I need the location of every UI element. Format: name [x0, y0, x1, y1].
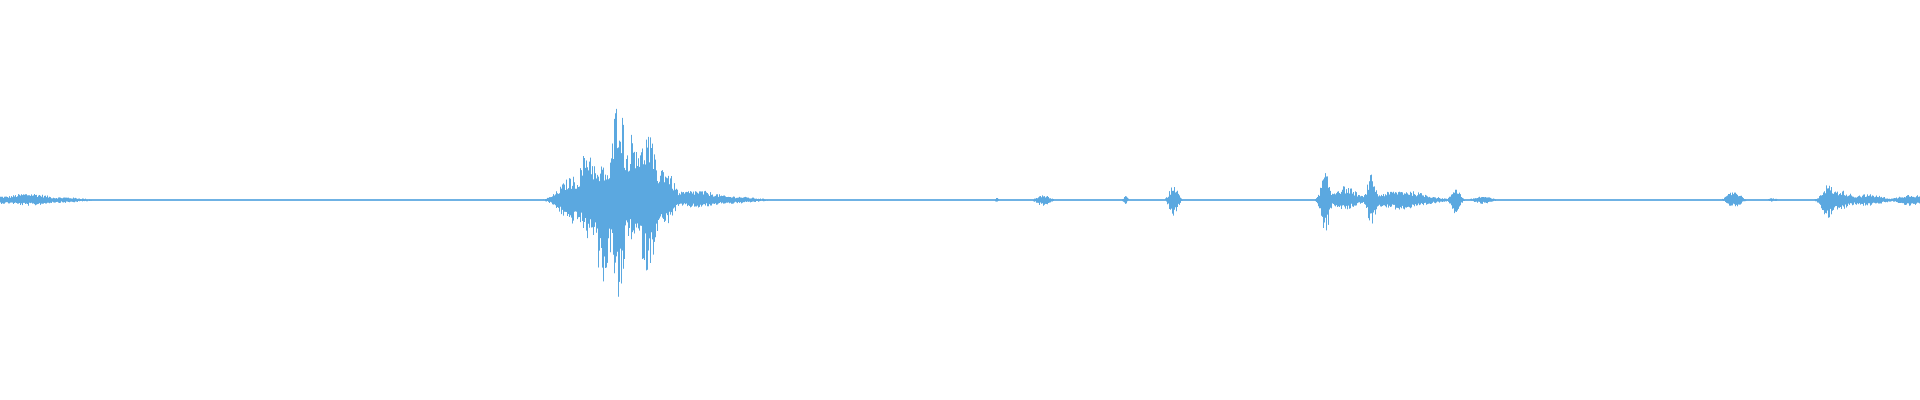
waveform-path	[0, 108, 1920, 297]
waveform-samples	[0, 108, 1920, 297]
